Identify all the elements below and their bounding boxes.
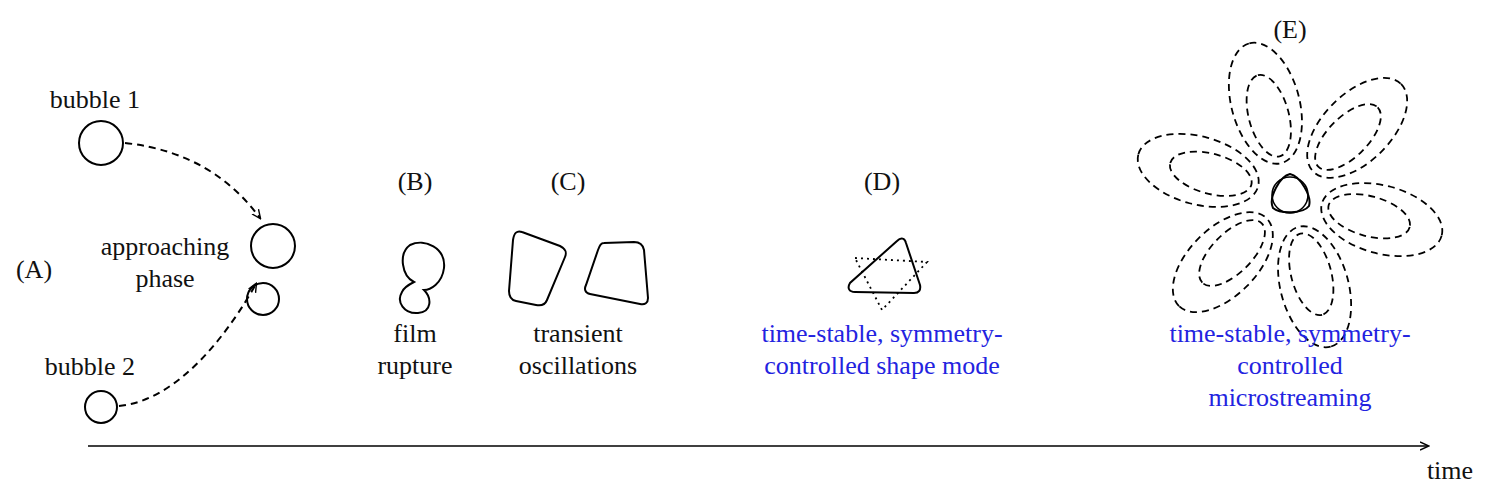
bubble-circle [247, 283, 279, 315]
shape-mode-dotted [855, 258, 927, 310]
axis-label: time [1410, 455, 1490, 487]
oscillation-shape [509, 231, 566, 305]
trajectory-arrow [119, 284, 256, 406]
stage-label: time-stable, symmetry-controlled shape m… [757, 318, 1007, 382]
streaming-loop [1130, 122, 1267, 220]
streaming-loop [1165, 144, 1256, 204]
stage-label: transient oscillations [503, 318, 653, 382]
stage-letter: (D) [852, 166, 912, 198]
streaming-loop [1239, 70, 1299, 161]
stage-letter: (C) [538, 166, 598, 198]
stage-letter: (E) [1260, 14, 1320, 46]
stage-letter: (B) [385, 166, 445, 198]
bubble-circle [79, 121, 123, 165]
streaming-loop [1188, 209, 1276, 297]
stage-label: time-stable, symmetry-controlled microst… [1165, 318, 1415, 414]
streaming-loop [1155, 194, 1291, 330]
bubble-circle [251, 224, 295, 268]
streaming-loop [1281, 228, 1341, 319]
bubble-circle [1272, 177, 1308, 213]
oscillation-shape [585, 242, 648, 304]
streaming-loop [1323, 186, 1414, 246]
rupture-shape [400, 243, 444, 313]
shape-mode [1272, 174, 1310, 212]
stage-label: film rupture [360, 318, 470, 382]
bubble-label: bubble 1 [15, 84, 175, 116]
streaming-loop [1304, 93, 1392, 181]
stage-label: approaching phase [90, 231, 240, 295]
streaming-loop [1217, 35, 1315, 172]
stage-letter: (A) [4, 254, 64, 286]
streaming-loop [1313, 171, 1450, 269]
streaming-loop [1289, 60, 1425, 196]
trajectory-arrow [125, 143, 260, 218]
bubble-circle [85, 391, 117, 423]
time-axis [88, 445, 1428, 447]
bubble-label: bubble 2 [10, 351, 170, 383]
